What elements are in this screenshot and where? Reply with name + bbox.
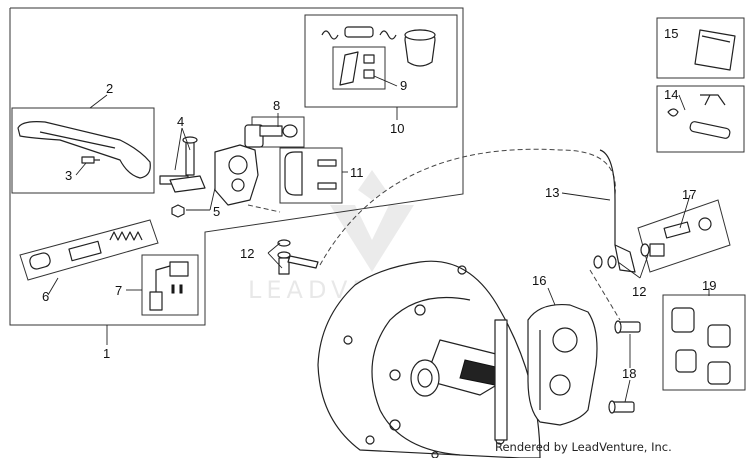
brake-disc bbox=[317, 260, 541, 458]
fork-mount bbox=[410, 319, 508, 441]
box-17 bbox=[637, 199, 731, 273]
box-19 bbox=[662, 294, 746, 391]
part-11-clamp bbox=[284, 151, 337, 196]
part-12-lower-banjo bbox=[593, 243, 665, 273]
part-5-nut bbox=[171, 204, 185, 218]
callout-16: 16 bbox=[532, 273, 546, 288]
callout-11: 11 bbox=[350, 165, 364, 180]
box-2 bbox=[11, 107, 155, 194]
callout-3: 3 bbox=[65, 168, 72, 183]
part-3-screw bbox=[81, 156, 100, 164]
assembly-line-b bbox=[589, 269, 621, 321]
part-7-switch bbox=[149, 261, 189, 311]
callout-14: 14 bbox=[664, 87, 678, 102]
part-8-bleeder bbox=[259, 124, 298, 138]
part-4-pivot bbox=[159, 136, 206, 193]
callouts: 2 3 4 5 6 7 1 8 9 10 11 12 13 14 15 16 1… bbox=[42, 26, 716, 381]
box-7 bbox=[141, 254, 199, 316]
callout-8: 8 bbox=[273, 98, 280, 113]
master-cylinder bbox=[214, 124, 264, 206]
callout-9: 9 bbox=[400, 78, 407, 93]
callout-18: 18 bbox=[622, 366, 636, 381]
callout-7: 7 bbox=[115, 283, 122, 298]
box-9 bbox=[332, 46, 386, 90]
callout-19: 19 bbox=[702, 278, 716, 293]
assembly-outline-1 bbox=[9, 7, 464, 326]
part-14-pin bbox=[667, 94, 731, 139]
callout-17: 17 bbox=[682, 187, 696, 202]
part-17-bleeder bbox=[663, 217, 712, 239]
credit-text: Rendered by LeadVenture, Inc. bbox=[495, 440, 672, 454]
bolt-18 bbox=[608, 320, 641, 414]
callout-6: 6 bbox=[42, 289, 49, 304]
callout-12-upper: 12 bbox=[240, 246, 254, 261]
callout-13: 13 bbox=[545, 185, 559, 200]
box-6 bbox=[19, 219, 159, 281]
box-15 bbox=[656, 17, 745, 79]
box-11 bbox=[279, 147, 343, 204]
callout-10: 10 bbox=[390, 121, 404, 136]
part-10-reservoir bbox=[321, 26, 436, 67]
callout-12-lower: 12 bbox=[632, 284, 646, 299]
callout-2: 2 bbox=[106, 81, 113, 96]
part-15-bag bbox=[694, 29, 736, 71]
part-6-piston-kit bbox=[29, 231, 143, 270]
box-14 bbox=[656, 85, 745, 153]
caliper-16 bbox=[527, 303, 598, 426]
part-9-bracket bbox=[339, 51, 375, 86]
callout-15: 15 bbox=[664, 26, 678, 41]
brake-hose-solid bbox=[599, 149, 616, 245]
leader-lines bbox=[47, 75, 710, 403]
assembly-line-a bbox=[247, 204, 281, 213]
part-12-banjo-bolt bbox=[277, 239, 319, 275]
callout-5: 5 bbox=[213, 204, 220, 219]
part-19-pads bbox=[671, 307, 731, 385]
brake-hose-13 bbox=[319, 148, 616, 266]
callout-1: 1 bbox=[103, 346, 110, 361]
callout-4: 4 bbox=[177, 114, 184, 129]
brake-lever bbox=[17, 121, 151, 179]
box-10 bbox=[304, 14, 458, 108]
